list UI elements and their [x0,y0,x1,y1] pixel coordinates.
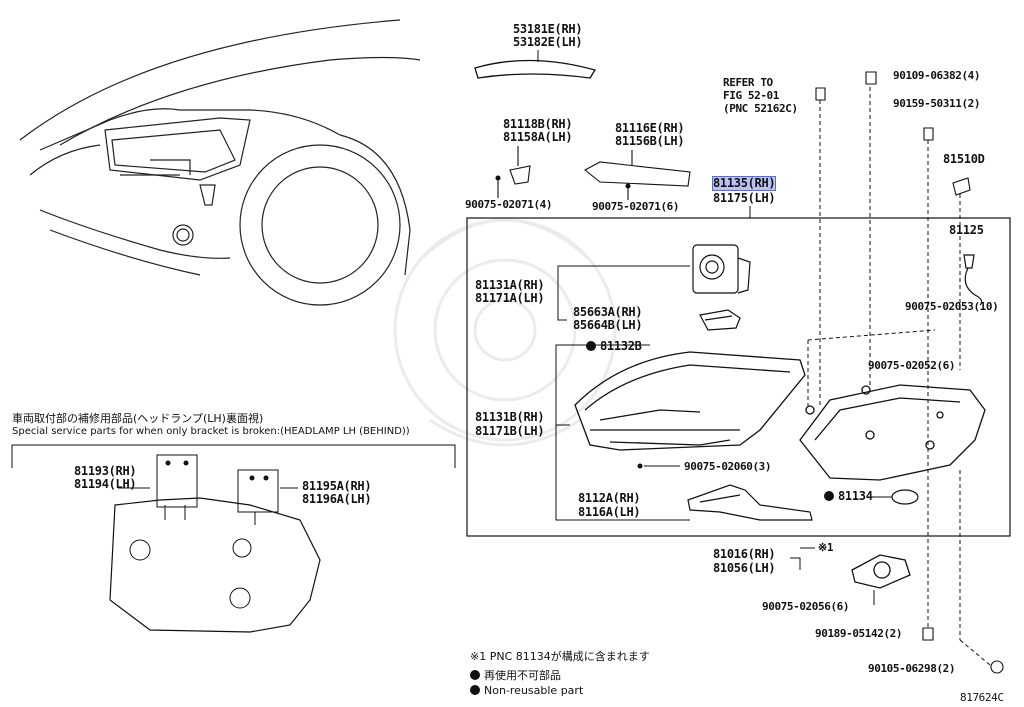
screw-90075-02060 [637,463,643,469]
projector-81131a [692,244,751,294]
leader-line [790,547,815,570]
legend-dot [470,670,480,680]
part-label: 81171B(LH) [475,424,545,438]
part-label: 85663A(RH) [573,305,643,319]
part-label: 81125 [949,223,984,237]
footnote: ※1 PNC 81134が構成に含まれます [470,650,650,663]
part-label-highlighted: 81135(RH) [711,176,777,191]
part-label: 81196A(LH) [302,492,372,506]
part-label: 81134 [824,490,873,503]
part-label: 90075-02056(6) [762,600,850,613]
figure-id: 817624C [960,691,1004,704]
refer-text: (PNC 52162C) [723,102,798,115]
part-label: 81193(RH) [74,464,137,478]
refer-text: FIG 52-01 [723,89,780,102]
part-label: 81156B(LH) [615,134,685,148]
part-label: 81132B [586,340,642,353]
part-label: 90075-02053(10) [905,300,999,313]
special-parts-title-jp: 車両取付部の補修用部品(ヘッドランプ(LH)裏面視) [12,412,264,425]
legend-dot [470,685,480,695]
part-label: 81116E(RH) [615,121,685,135]
part-label: 85664B(LH) [573,318,643,332]
legend-jp: 再使用不可部品 [470,667,561,683]
part-label-text: 81134 [838,489,873,503]
headlamp-housing-81131b [574,351,806,451]
special-screws [165,460,269,481]
part-label: 90105-06298(2) [868,662,956,675]
watermark-emblem [393,218,617,447]
legend-jp-text: 再使用不可部品 [484,669,561,682]
special-parts-title-en: Special service parts for when only brac… [12,426,410,437]
part-label: 81056(LH) [713,561,776,575]
part-label: 53181E(RH) [513,22,583,36]
legend-en-text: Non-reusable part [484,684,584,697]
part-label: 8116A(LH) [578,505,641,519]
part-label: 8112A(RH) [578,491,641,505]
part-label: 81510D [943,152,985,166]
module-85663a [699,309,741,331]
socket-81125 [963,254,983,306]
special-parts-section [11,444,456,633]
part-label: 81131A(RH) [475,278,545,292]
legend-en: Non-reusable part [470,684,583,697]
bracket-81116e [584,150,691,200]
part-label: 90109-06382(4) [893,69,981,82]
part-label: 90189-05142(2) [815,627,903,640]
part-label: 90075-02071(6) [592,200,680,213]
part-label: 90075-02071(4) [465,198,553,211]
lamp-body-81135 [799,384,986,481]
part-label: 81131B(RH) [475,410,545,424]
part-label: 90075-02060(3) [684,460,772,473]
module-81016 [851,554,911,589]
non-reusable-mark [824,491,834,501]
refer-text: REFER TO [723,76,773,89]
part-label: 81195A(RH) [302,479,372,493]
part-label: 90075-02052(6) [868,359,956,372]
part-label: 81175(LH) [713,191,776,205]
part-label: 81016(RH) [713,547,776,561]
part-label: 81118B(RH) [503,117,573,131]
dashed-leaders [807,80,991,666]
non-reusable-mark [586,341,596,351]
cover-part-53181e [474,59,597,79]
gasket-81134 [891,489,919,505]
assembly-frame [466,217,1011,537]
part-label: 81171A(LH) [475,291,545,305]
drl-strip-8112a [687,484,813,521]
part-label: 81158A(LH) [503,130,573,144]
car-front-sketch [19,19,421,306]
part-label: 90159-50311(2) [893,97,981,110]
part-label-text: 81132B [600,339,642,353]
bracket-81118b [495,146,531,198]
part-label: 81194(LH) [74,477,137,491]
bolts [815,71,1004,674]
footnote-mark: ※1 [818,541,834,554]
group-leaders [555,265,690,521]
part-label: 53182E(LH) [513,35,583,49]
